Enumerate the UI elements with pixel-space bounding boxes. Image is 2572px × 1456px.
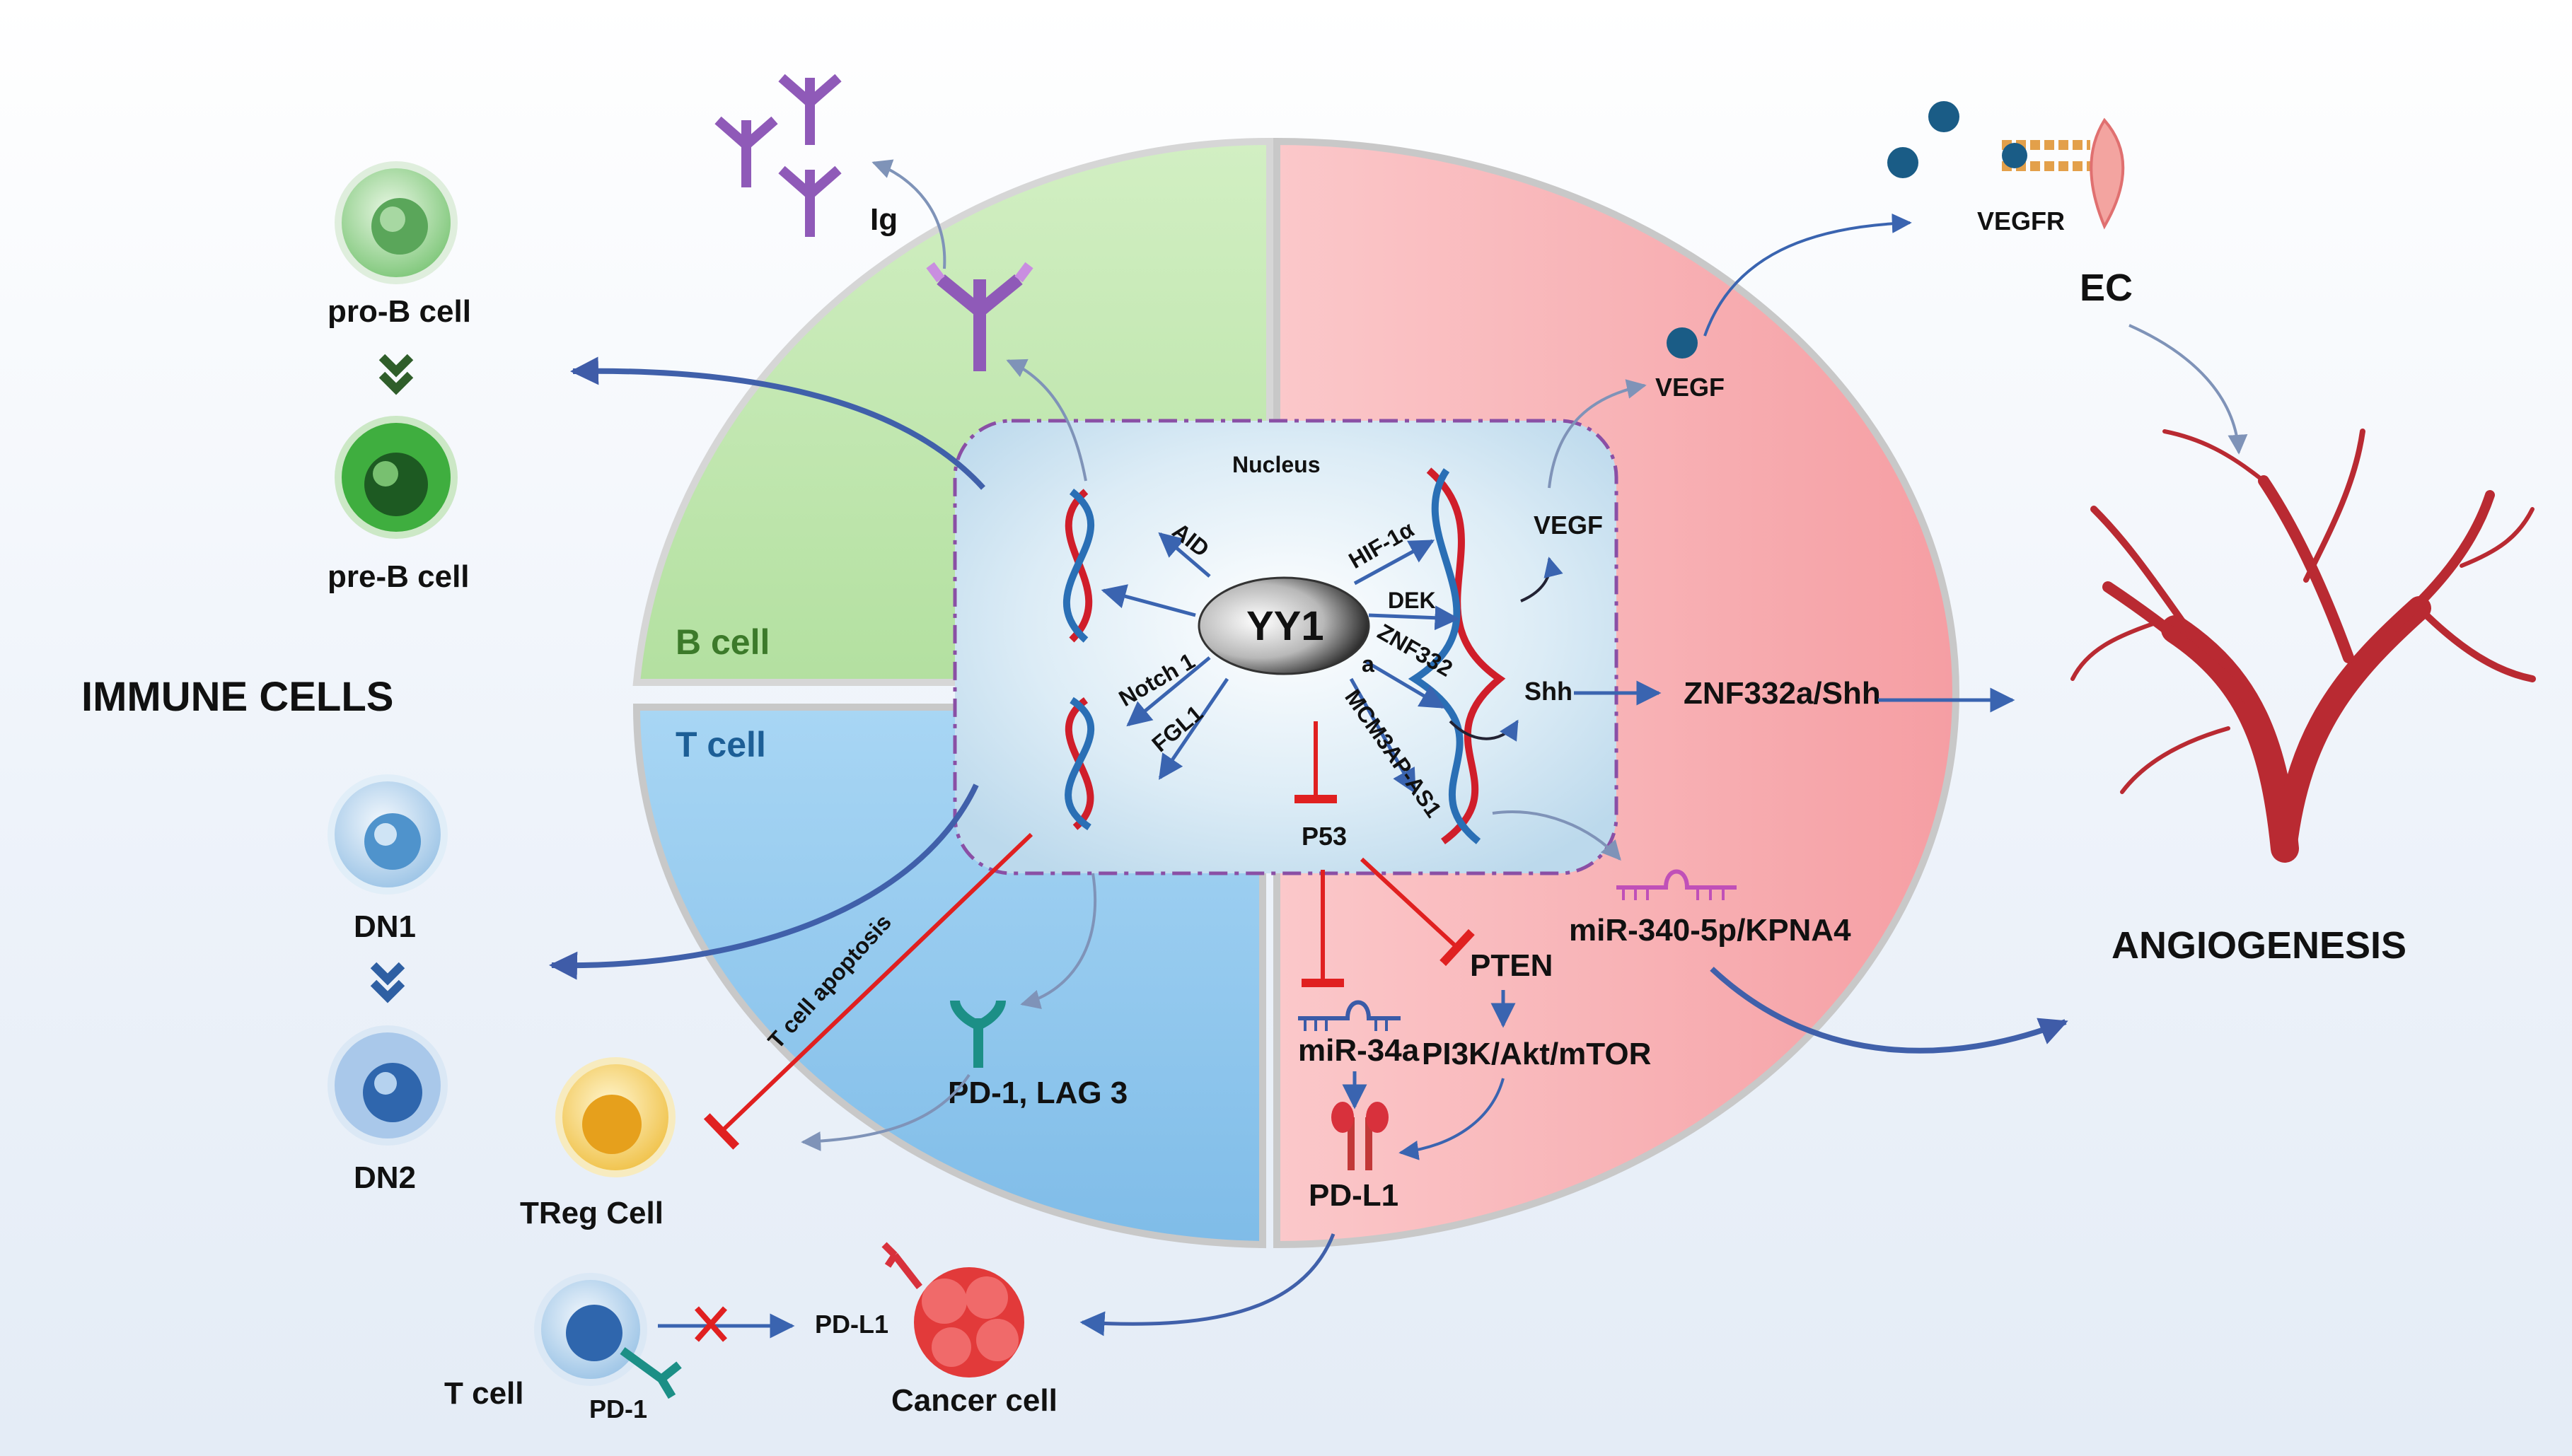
pre-b-cell-icon bbox=[335, 416, 458, 539]
pro-b-cell-icon bbox=[335, 161, 458, 284]
b-cell-region-label: B cell bbox=[676, 622, 770, 662]
arrow-yy1-fgl1 bbox=[1158, 677, 1229, 780]
vegf-molecule-icon-3 bbox=[1887, 147, 1918, 178]
znf332-a-label: a bbox=[1362, 651, 1374, 677]
antibody-icon bbox=[926, 262, 1033, 371]
pi3k-label: PI3K/Akt/mTOR bbox=[1422, 1037, 1651, 1071]
dn2-cell-icon bbox=[328, 1025, 448, 1146]
angiogenesis-heading: ANGIOGENESIS bbox=[2112, 924, 2406, 967]
vegf-molecule-icon bbox=[1667, 327, 1698, 359]
arrow-vegf-vegfr bbox=[1703, 213, 1912, 337]
arrow-dna-shh bbox=[1449, 719, 1519, 742]
vegfr-label: VEGFR bbox=[1977, 206, 2065, 235]
arrow-yy1-mcm3ap bbox=[1349, 677, 1417, 795]
arrow-to-b-lineage bbox=[570, 356, 985, 490]
vegf-inner-label: VEGF bbox=[1534, 511, 1603, 540]
p53-label: P53 bbox=[1302, 822, 1347, 851]
cancer-cell-label: Cancer cell bbox=[891, 1383, 1058, 1418]
dna-helix-right bbox=[1408, 467, 1506, 845]
treg-cell-icon bbox=[555, 1057, 676, 1177]
ec-label: EC bbox=[2080, 267, 2133, 309]
arrow-yy1-dna bbox=[1101, 584, 1196, 617]
pro-b-cell-label: pro-B cell bbox=[328, 294, 471, 329]
arrow-to-t-lineage bbox=[549, 784, 979, 980]
inhibit-apoptosis bbox=[703, 832, 1033, 1150]
nucleus-label: Nucleus bbox=[1232, 452, 1320, 477]
t-cell-icon bbox=[534, 1273, 682, 1399]
arrow-yy1-znf332 bbox=[1364, 659, 1446, 709]
yy1-node bbox=[1198, 576, 1370, 675]
pd-l1-receptor-icon bbox=[1331, 1102, 1389, 1170]
mirna-icon-340 bbox=[1616, 869, 1737, 900]
receptor-pd1-lag3-icon bbox=[950, 1000, 1006, 1068]
pre-b-cell-label: pre-B cell bbox=[328, 559, 470, 594]
arrow-yy1-dek bbox=[1368, 605, 1460, 631]
treg-cell-label: TReg Cell bbox=[520, 1196, 664, 1230]
vegf-molecule-icon-2 bbox=[1928, 101, 1959, 132]
immune-cells-heading: IMMUNE CELLS bbox=[81, 674, 393, 720]
dna-helix-left-top bbox=[1062, 489, 1095, 643]
dn1-cell-icon bbox=[328, 774, 448, 895]
chevron-down-icon-2 bbox=[370, 962, 405, 1003]
t-cell-region-label: T cell bbox=[676, 725, 766, 764]
pd-l1-cancer-label: PD-L1 bbox=[815, 1310, 888, 1339]
arrow-ab-ig bbox=[871, 159, 946, 269]
inhibit-p53-pten bbox=[1360, 857, 1475, 967]
yy1-label: YY1 bbox=[1246, 603, 1324, 649]
arrow-nucleus-antibody bbox=[1006, 359, 1087, 482]
mir340-label: miR-340-5p/KPNA4 bbox=[1569, 913, 1851, 948]
arrow-ec-angiogenesis bbox=[2128, 324, 2248, 455]
pd1-lag3-label: PD-1, LAG 3 bbox=[948, 1076, 1128, 1110]
blocked-x-icon bbox=[695, 1306, 727, 1342]
arrow-pd1-treg bbox=[801, 1073, 971, 1151]
mirna-icon-34a bbox=[1298, 1000, 1401, 1031]
arrow-mir340-angiogenesis bbox=[1710, 967, 2068, 1054]
dna-helix-left-bottom bbox=[1065, 697, 1095, 831]
pd1-label: PD-1 bbox=[589, 1394, 647, 1423]
arrow-dna-vegf bbox=[1520, 557, 1563, 602]
arrow-pdl1-cancer bbox=[1079, 1233, 1336, 1336]
pd-l1-label: PD-L1 bbox=[1309, 1178, 1398, 1213]
mir34a-label: miR-34a bbox=[1298, 1033, 1420, 1068]
dek-label: DEK bbox=[1388, 588, 1436, 613]
vegf-outer-label: VEGF bbox=[1655, 373, 1725, 402]
arrow-nucleus-mir340 bbox=[1492, 810, 1621, 861]
chevron-down-icon bbox=[378, 354, 414, 395]
vegfr-receptor-icon bbox=[2002, 117, 2125, 230]
cancer-cell-icon bbox=[881, 1242, 1024, 1378]
znf332a-shh-label: ZNF332a/Shh bbox=[1684, 676, 1881, 711]
dn2-label: DN2 bbox=[354, 1160, 416, 1195]
arrow-nucleus-vegf bbox=[1548, 379, 1647, 489]
arrow-pi3k-pdl1 bbox=[1398, 1078, 1505, 1160]
blood-vessel-icon bbox=[2070, 429, 2536, 863]
arrow-nucleus-pd1 bbox=[1020, 873, 1097, 1010]
pten-label: PTEN bbox=[1470, 948, 1553, 983]
ig-label: Ig bbox=[870, 202, 898, 237]
antibody-cluster-icon bbox=[714, 74, 842, 237]
arrow-yy1-notch1 bbox=[1126, 656, 1211, 727]
arrow-yy1-hif1a bbox=[1353, 539, 1435, 586]
dn1-label: DN1 bbox=[354, 909, 416, 944]
shh-label: Shh bbox=[1524, 677, 1572, 706]
arrow-yy1-aid bbox=[1158, 532, 1211, 578]
t-cell-label: T cell bbox=[444, 1376, 524, 1411]
